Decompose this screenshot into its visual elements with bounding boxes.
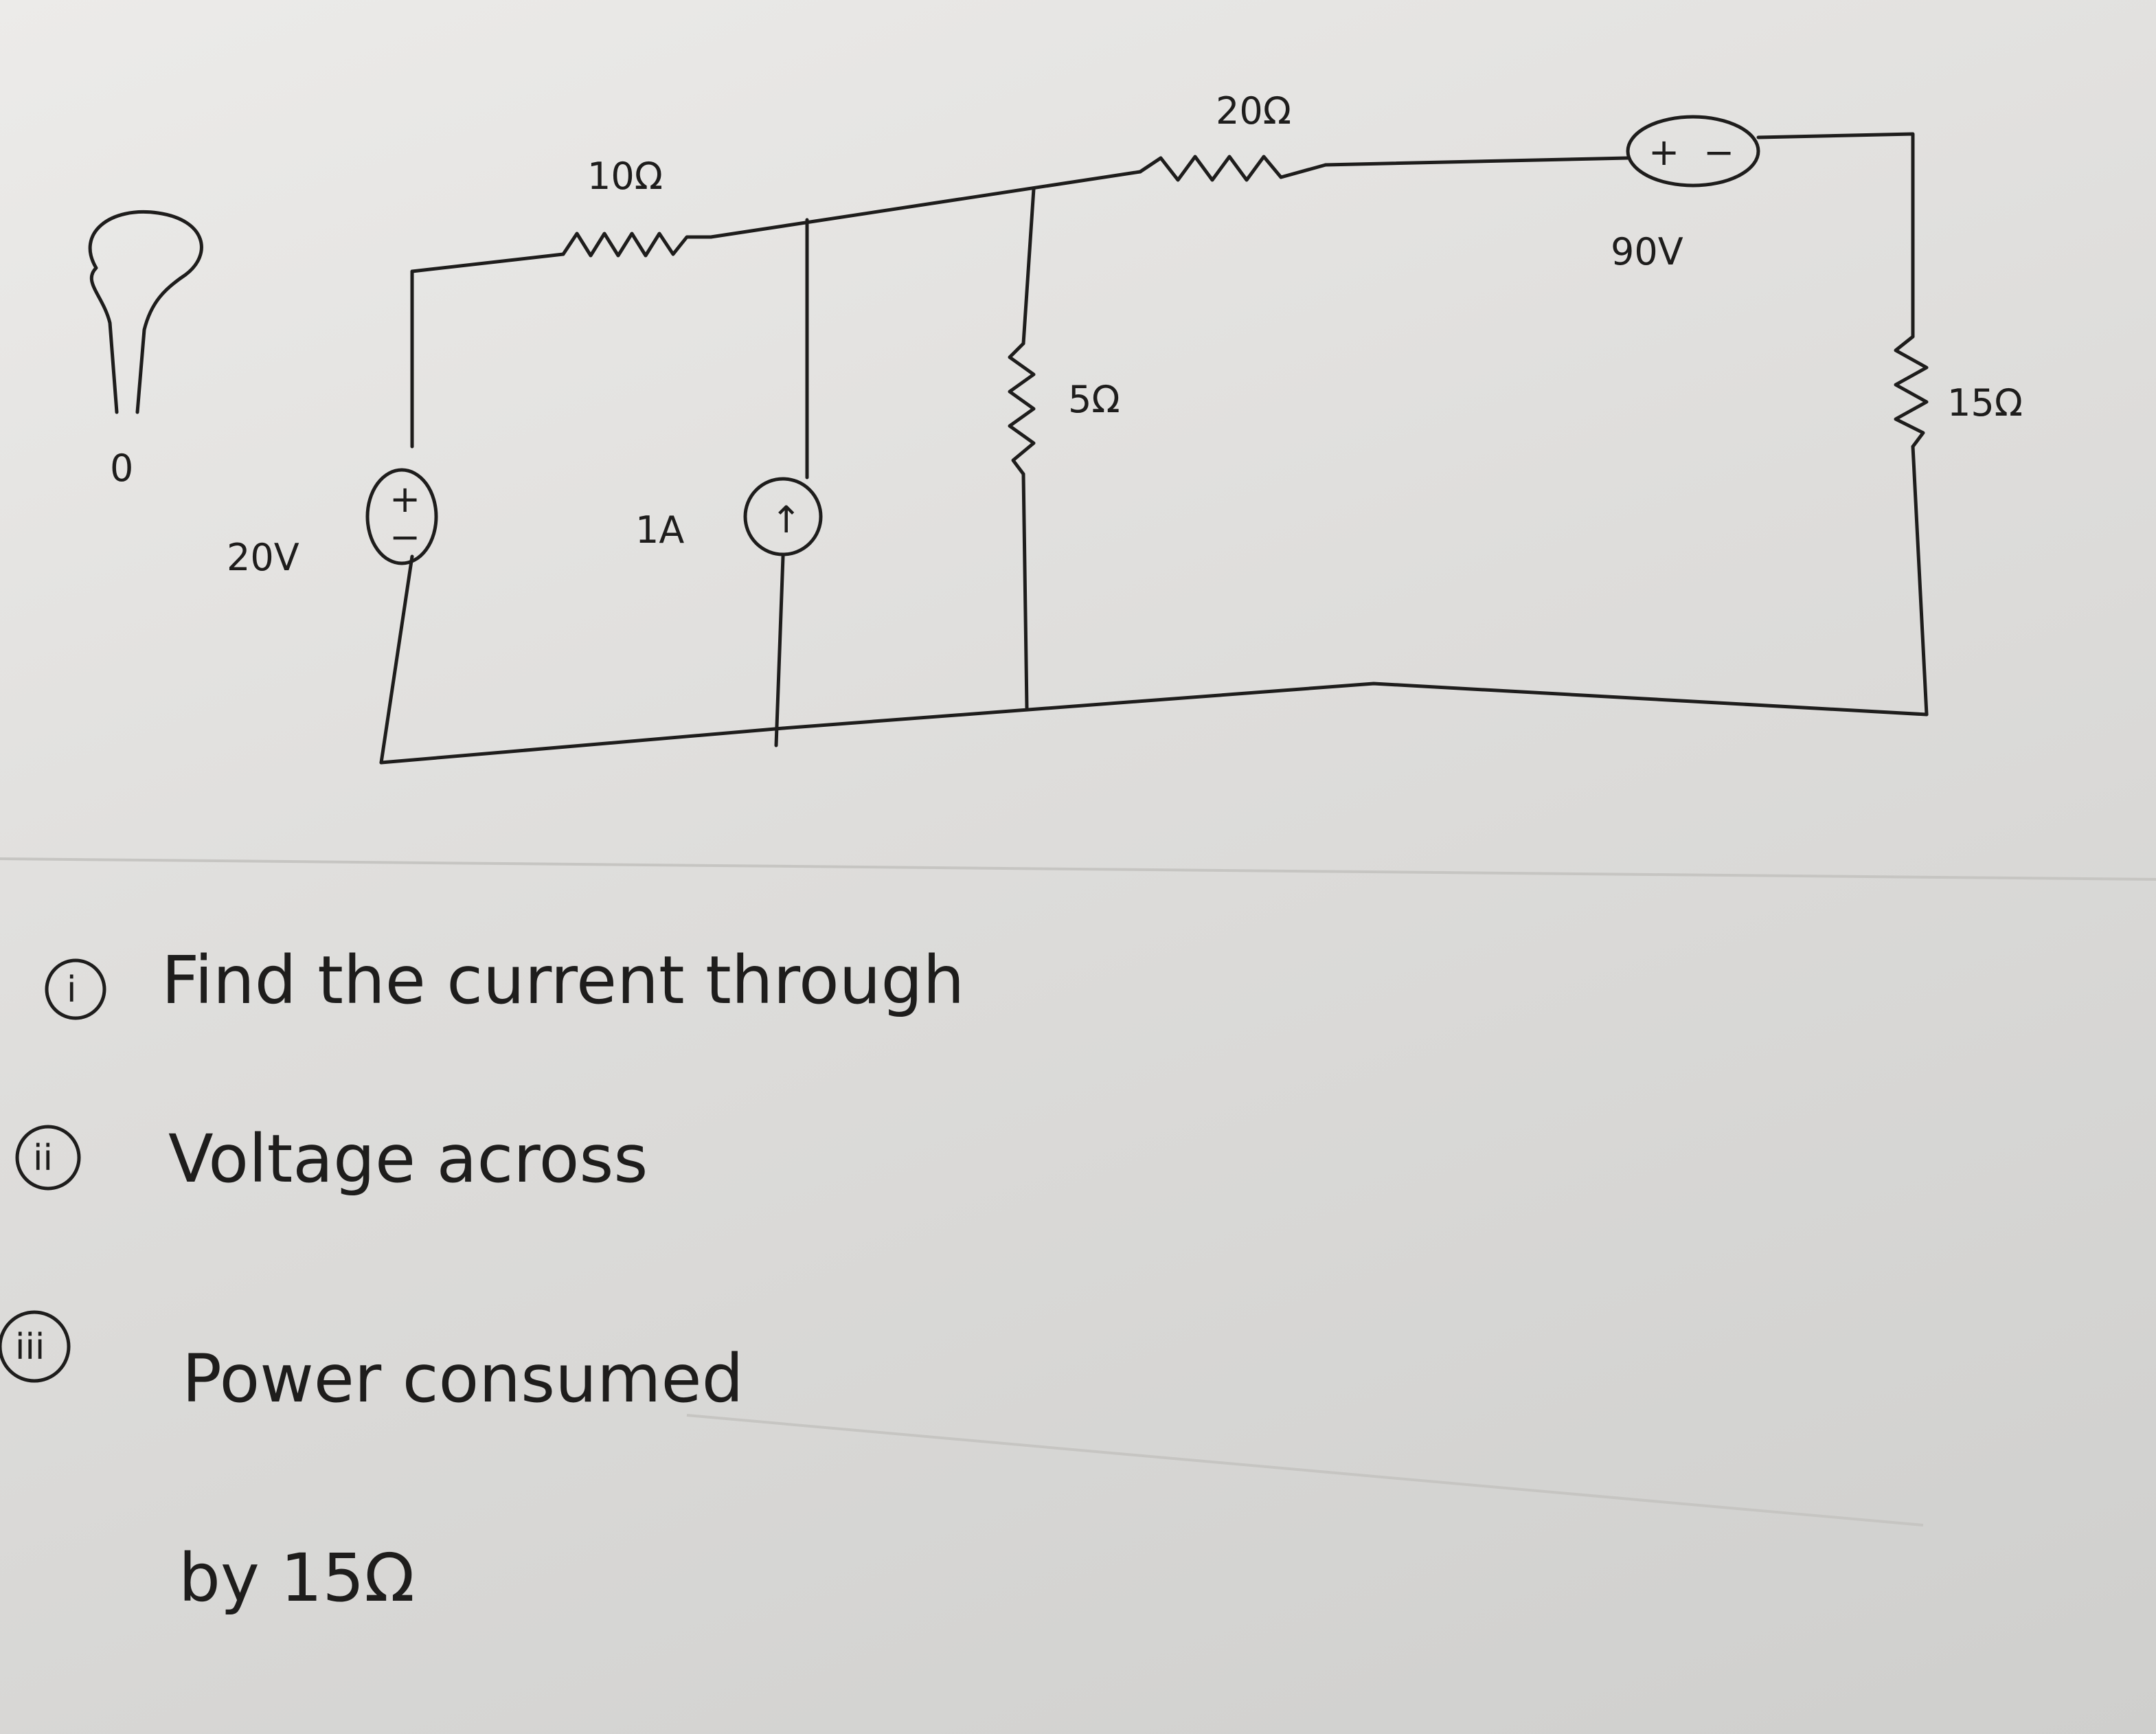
wire-1a-bottom (774, 554, 785, 747)
wire-left-bottom (379, 554, 414, 765)
current-source-1a-label: 1A (635, 508, 684, 552)
resistor-20ohm (1138, 155, 1328, 182)
resistor-10ohm-label: 10Ω (587, 155, 663, 198)
arrow-up-icon: ↑ (771, 498, 802, 541)
wire-right-bottom (1911, 444, 1929, 717)
question-tail: by 15Ω (179, 1540, 415, 1617)
resistor-20ohm-label: 20Ω (1216, 89, 1291, 133)
wire-top-left (410, 252, 565, 273)
current-source-1a: ↑ (743, 477, 823, 556)
margin-scribble-text: 0 (110, 447, 133, 490)
wire-5ohm-top (1021, 187, 1036, 346)
wire-top-middle (709, 170, 1142, 239)
marker-circle-2 (15, 1125, 81, 1191)
resistor-15ohm (1894, 335, 1929, 449)
voltage-source-90v: + − (1626, 115, 1760, 188)
marker-circle-3 (0, 1310, 71, 1383)
v1-minus-sign: − (389, 515, 420, 559)
marker-circle-1 (45, 958, 106, 1020)
wire-bottom (379, 682, 1929, 765)
resistor-5ohm (1008, 341, 1036, 476)
wire-right-top (1756, 132, 1915, 339)
resistor-5ohm-label: 5Ω (1068, 378, 1120, 421)
question-item-3: Power consumed (182, 1340, 744, 1417)
resistor-10ohm (561, 232, 713, 258)
resistor-15ohm-label: 15Ω (1947, 381, 2023, 425)
question-mark-scribble: 0 (88, 210, 203, 490)
voltage-source-20v-label: 20V (227, 536, 299, 579)
voltage-source-20v: + − (365, 468, 438, 565)
marker-2: ii (33, 1138, 53, 1179)
ruled-line (686, 1414, 1924, 1527)
question-item-2: Voltage across (168, 1121, 648, 1197)
ruled-line (0, 857, 2156, 881)
marker-1: i (67, 969, 76, 1011)
wire-top-right (1324, 156, 1630, 167)
marker-3: iii (15, 1327, 45, 1368)
v1-plus-sign: + (389, 477, 420, 521)
v2-minus-sign: − (1703, 131, 1734, 174)
wire-5ohm-bottom (1021, 472, 1029, 710)
question-item-1: Find the current through (161, 942, 964, 1019)
voltage-source-90v-label: 90V (1611, 230, 1683, 273)
v2-plus-sign: + (1648, 131, 1679, 174)
